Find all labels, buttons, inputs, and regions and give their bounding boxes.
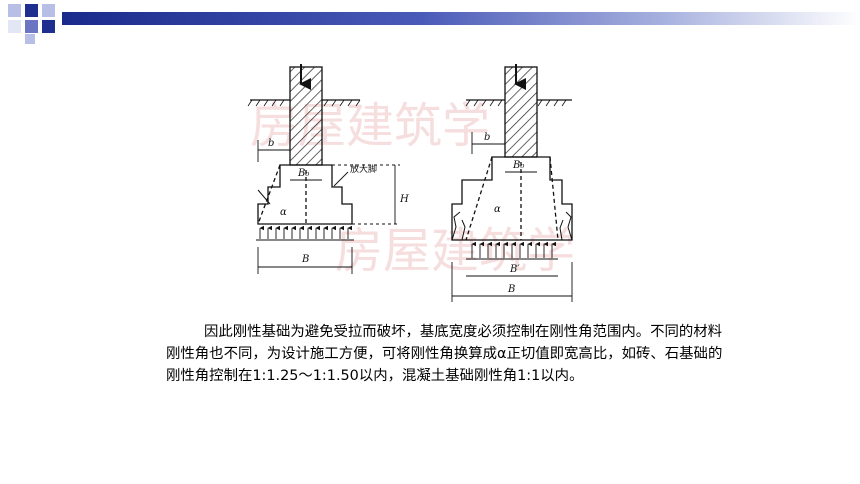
- deco-square: [25, 34, 35, 44]
- left-soil-reaction-arrows: [256, 225, 354, 241]
- right-label-alpha: α: [494, 204, 501, 215]
- left-label-alpha: α: [280, 207, 287, 218]
- foundation-diagram-svg: 房屋建筑学 房屋建筑学: [247, 64, 575, 302]
- header-gradient-bar: [62, 12, 860, 25]
- right-label-Bprime: B′: [509, 264, 520, 275]
- corner-squares-decoration: [0, 0, 70, 45]
- deco-square: [25, 20, 38, 33]
- left-foundation: [247, 64, 400, 274]
- left-label-B: B: [301, 254, 309, 265]
- deco-square: [8, 20, 21, 33]
- foundation-diagram: 房屋建筑学 房屋建筑学: [240, 62, 625, 307]
- right-label-b: b: [484, 132, 490, 143]
- left-label-b: b: [268, 138, 274, 149]
- deco-square: [42, 4, 55, 17]
- deco-square: [25, 4, 38, 17]
- deco-square: [42, 20, 55, 33]
- watermark-text: 房屋建筑学: [250, 98, 490, 154]
- right-label-b0: B₀: [512, 160, 524, 171]
- left-label-callout: 放大脚: [350, 163, 377, 175]
- left-label-H: H: [399, 194, 409, 205]
- right-foundation: [451, 64, 573, 302]
- watermark-text: 房屋建筑学: [335, 223, 575, 279]
- deco-square: [8, 4, 21, 17]
- right-label-B: B: [507, 284, 515, 295]
- right-soil-reaction-arrows: [466, 241, 558, 260]
- left-label-b0: B₀: [297, 168, 309, 179]
- slide-paragraph: 因此刚性基础为避免受拉而破坏，基底宽度必须控制在刚性角范围内。不同的材料刚性角也…: [166, 324, 723, 384]
